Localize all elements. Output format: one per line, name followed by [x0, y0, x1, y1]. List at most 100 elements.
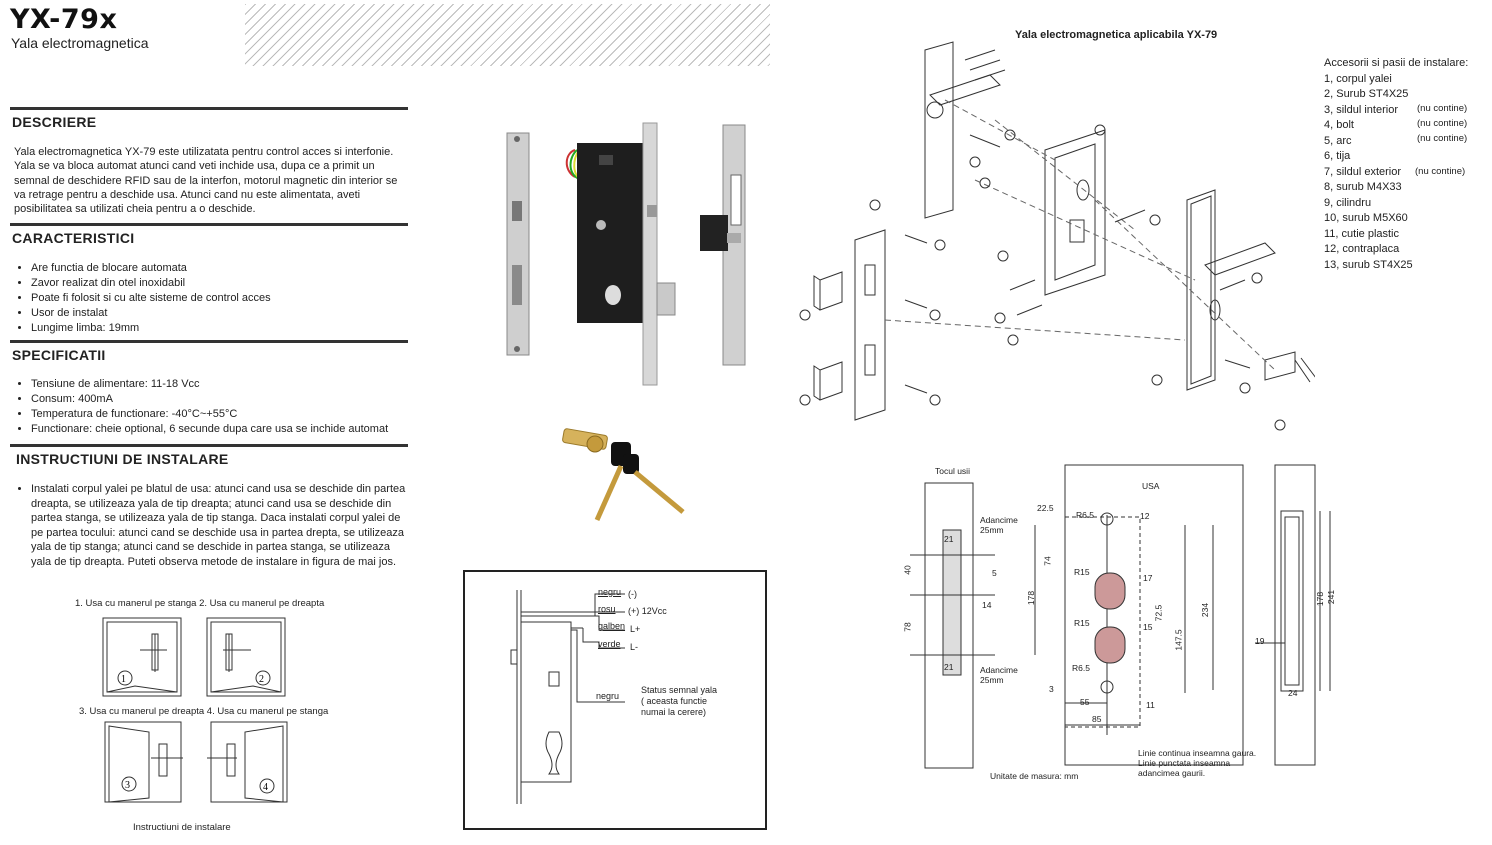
exploded-title: Yala electromagnetica aplicabila YX-79 — [1015, 29, 1218, 41]
dim-label: 3 — [1049, 684, 1054, 694]
text-line: yala de tip stanga; atunci cand se desch… — [31, 541, 390, 554]
dim-label: 234 — [1200, 602, 1211, 618]
list-item: Consum: 400mA — [31, 392, 388, 407]
list-item: Functionare: cheie optional, 6 secunde d… — [31, 422, 388, 437]
text-line: partea stanga, se utilizeaza yala de tip… — [31, 512, 401, 525]
list-item: 1, corpul yalei — [1324, 72, 1392, 85]
list-item: Tensiune de alimentare: 11-18 Vcc — [31, 377, 388, 392]
model-title: YX-79x — [10, 4, 118, 35]
list-item: Lungime limba: 19mm — [31, 321, 271, 336]
wire-color: galben — [598, 621, 626, 631]
text-line: Yala se va bloca automat atunci cand vet… — [14, 160, 375, 173]
dim-label: 85 — [1092, 714, 1102, 724]
status-wire-color: negru — [596, 691, 620, 701]
text-line: Status semnal yala — [641, 685, 718, 695]
list-item: 8, surub M4X33 — [1324, 181, 1402, 193]
list-item: 4, bolt — [1324, 119, 1354, 131]
section-title: DESCRIERE — [12, 114, 97, 130]
text-line: 25mm — [980, 675, 1004, 685]
exploded-view-drawing — [799, 41, 1315, 431]
accessory-note: (nu contine) — [1417, 103, 1468, 114]
wiring-diagram-frame — [463, 570, 767, 830]
accessory-note: (nu contine) — [1417, 133, 1468, 144]
dim-label: 12 — [1140, 511, 1150, 521]
install-figure-caption: Instructiuni de instalare — [133, 822, 231, 833]
section-caracteristici: CARACTERISTICI — [10, 223, 408, 246]
install-row2-caption: 3. Usa cu manerul pe dreapta 4. Usa cu m… — [79, 706, 329, 717]
text-line: va retrage pentru a deschide usa. Atunci… — [14, 188, 361, 201]
list-item: 6, tija — [1324, 150, 1351, 162]
dim-label: 74 — [1042, 556, 1053, 566]
dim-label: 11 — [1146, 700, 1155, 710]
text-line: Linie continua inseamna gaura. — [1138, 748, 1257, 758]
list-item: 5, arc — [1324, 134, 1352, 147]
accessory-note: (nu contine) — [1417, 118, 1468, 129]
text-line: Adancime — [980, 665, 1018, 675]
text-line: Linie punctata inseamna — [1138, 758, 1231, 768]
dim-label: 24 — [1288, 688, 1298, 698]
accessories-list: Accesorii si pasii de instalare: 1, corp… — [1324, 56, 1468, 273]
install-methods-drawing: 1 2 3 4 — [102, 617, 288, 803]
descriere-text: Yala electromagnetica YX-79 este utiliza… — [14, 145, 399, 216]
unit-note: Unitate de masura: mm — [990, 771, 1079, 781]
list-item: 11, cutie plastic — [1324, 227, 1400, 240]
list-item: 10, surub M5X60 — [1324, 212, 1408, 224]
status-note: Status semnal yala ( aceasta functie num… — [641, 685, 717, 718]
dim-label: R15 — [1074, 567, 1090, 577]
list-item: 2, Surub ST4X25 — [1324, 88, 1409, 100]
text-line: pe partea tocului: atunci cand se deschi… — [31, 526, 405, 539]
install-num-1: 1 — [121, 674, 126, 685]
section-descriere: DESCRIERE — [10, 107, 408, 130]
text-line: adancimea gaurii. — [1138, 768, 1206, 778]
dim-label: 19 — [1255, 636, 1265, 646]
section-title: INSTRUCTIUNI DE INSTALARE — [16, 451, 229, 467]
text-line: ( aceasta functie — [641, 696, 708, 706]
dim-label: 21 — [944, 534, 954, 544]
dim-label: 21 — [944, 662, 954, 672]
list-item: Usor de instalat — [31, 306, 271, 321]
dim-label: 22.5 — [1037, 503, 1054, 513]
install-num-4: 4 — [263, 782, 268, 793]
toc-label: Tocul usii — [935, 466, 970, 476]
text-line: dreapta, se utilizeaza yala de tip dreap… — [31, 497, 392, 510]
dim-label: 40 — [902, 565, 913, 575]
install-num-3: 3 — [125, 780, 130, 791]
instructiuni-list: Instalati corpul yalei pe blatul de usa:… — [14, 482, 416, 570]
dim-label: 147.5 — [1173, 629, 1184, 651]
usa-label: USA — [1142, 481, 1160, 491]
header-hatch-band — [245, 4, 770, 66]
wire-signal: L+ — [630, 624, 641, 634]
dimension-drawing — [910, 464, 1331, 769]
dim-label: 15 — [1143, 622, 1153, 632]
text-line: posibilitatea sa utilizati cheia pentru … — [14, 203, 256, 216]
list-item: Temperatura de functionare: -40°C~+55°C — [31, 407, 388, 422]
install-num-2: 2 — [259, 674, 264, 685]
text-line: Adancime — [980, 515, 1018, 525]
section-title: SPECIFICATII — [12, 347, 106, 363]
text-line: Instalati corpul yalei pe blatul de usa:… — [31, 483, 406, 495]
wire-color: rosu — [598, 604, 616, 614]
adancime-top: Adancime 25mm — [980, 515, 1018, 535]
dim-label: 178 — [1026, 590, 1037, 606]
wire-signal: L- — [630, 642, 639, 652]
model-subtitle: Yala electromagnetica — [11, 35, 149, 51]
list-item: Poate fi folosit si cu alte sisteme de c… — [31, 291, 271, 306]
wiring-lock-drawing — [510, 590, 625, 804]
list-item: 7, sildul exterior — [1324, 165, 1402, 178]
list-item: Zavor realizat din otel inoxidabil — [31, 276, 271, 291]
lock-product-photo — [506, 122, 746, 386]
dim-label: R6.5 — [1072, 663, 1090, 673]
dim-label: R15 — [1074, 618, 1090, 628]
cylinder-keys-photo — [562, 428, 685, 522]
wire-signal: (-) — [628, 589, 637, 599]
accessory-note: (nu contine) — [1415, 166, 1466, 177]
text-line: Yala electromagnetica YX-79 este utiliza… — [14, 146, 394, 158]
list-item: 9, cilindru — [1324, 196, 1372, 209]
dim-label: 5 — [992, 568, 997, 578]
text-line: yala de tip dreapta. Puteti observa meto… — [31, 555, 397, 568]
list-item: 12, contraplaca — [1324, 243, 1400, 255]
caracteristici-list: Are functia de blocare automata Zavor re… — [14, 261, 271, 336]
dim-label: 17 — [1143, 573, 1153, 583]
text-line: numai la cerere) — [641, 707, 707, 717]
list-item: Are functia de blocare automata — [31, 261, 271, 276]
